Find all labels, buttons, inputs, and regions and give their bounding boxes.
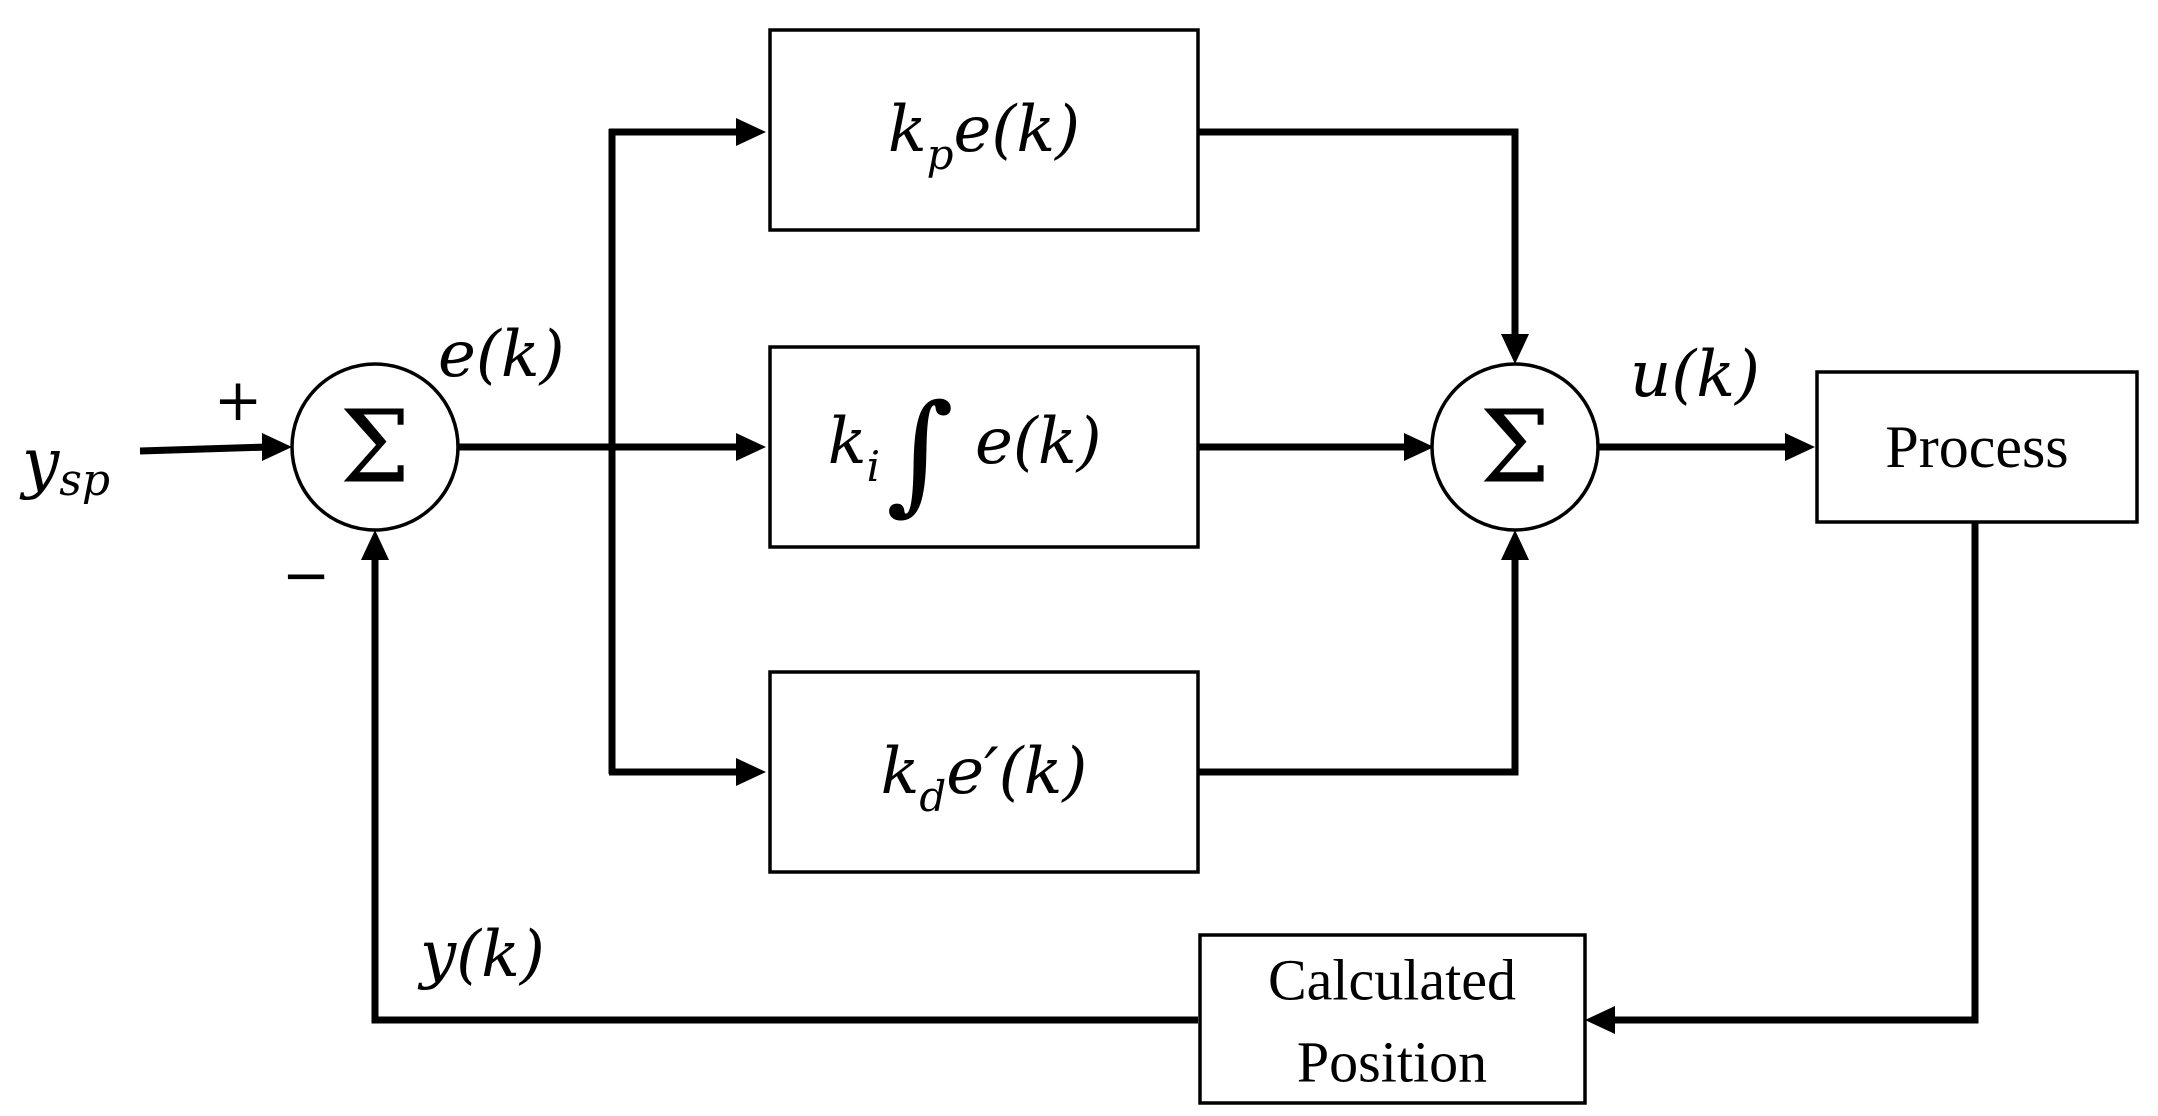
integral-sign: ∫	[886, 376, 954, 528]
derivative-into-sum-arrow	[1501, 530, 1529, 560]
control-label: u(k)	[1630, 338, 1760, 412]
process-out-wire	[1612, 522, 1979, 1024]
derivative-out-wire	[1196, 554, 1519, 776]
proportional-into-sum-arrow	[1501, 334, 1529, 364]
setpoint-label: ysp	[19, 424, 110, 506]
right-sum-symbol: Σ	[1480, 389, 1551, 506]
error-label: e(k)	[438, 318, 565, 392]
control-into-process-arrow	[1785, 433, 1815, 461]
integral-k-label: ki	[828, 405, 880, 491]
setpoint-arrow	[262, 433, 292, 461]
process-block: Process	[1815, 370, 2139, 524]
proportional-out-wire	[1196, 128, 1519, 340]
to-proportional-arrow	[736, 118, 766, 146]
setpoint-wire	[139, 443, 269, 455]
derivative-label: kde′(k)	[881, 735, 1088, 821]
feedback-into-sum-arrow	[361, 530, 389, 560]
calculated-position-line-1: Calculated	[1268, 948, 1516, 1013]
left-sum-symbol: Σ	[340, 389, 411, 506]
calculated-position-block: Calculated Position	[1198, 933, 1587, 1105]
right-summing-junction: Σ	[1430, 362, 1600, 532]
feedback-wire	[371, 556, 1198, 1024]
derivative-block: kde′(k)	[768, 670, 1200, 874]
proportional-block: kpe(k)	[768, 28, 1200, 232]
to-derivative-arrow	[736, 758, 766, 786]
plus-sign: +	[214, 366, 263, 434]
output-label: y(k)	[417, 918, 545, 992]
integral-block: ki ∫ e(k)	[768, 345, 1200, 549]
integral-into-sum-arrow	[1404, 433, 1434, 461]
integral-rest-label: e(k)	[975, 405, 1102, 479]
into-calculated-position-arrow	[1585, 1006, 1615, 1034]
calculated-position-line-2: Position	[1297, 1030, 1487, 1095]
process-label: Process	[1885, 414, 2068, 480]
minus-sign: −	[282, 541, 331, 609]
left-summing-junction: Σ	[290, 362, 460, 532]
error-to-integral-arrow	[736, 433, 766, 461]
proportional-label: kpe(k)	[888, 93, 1080, 179]
